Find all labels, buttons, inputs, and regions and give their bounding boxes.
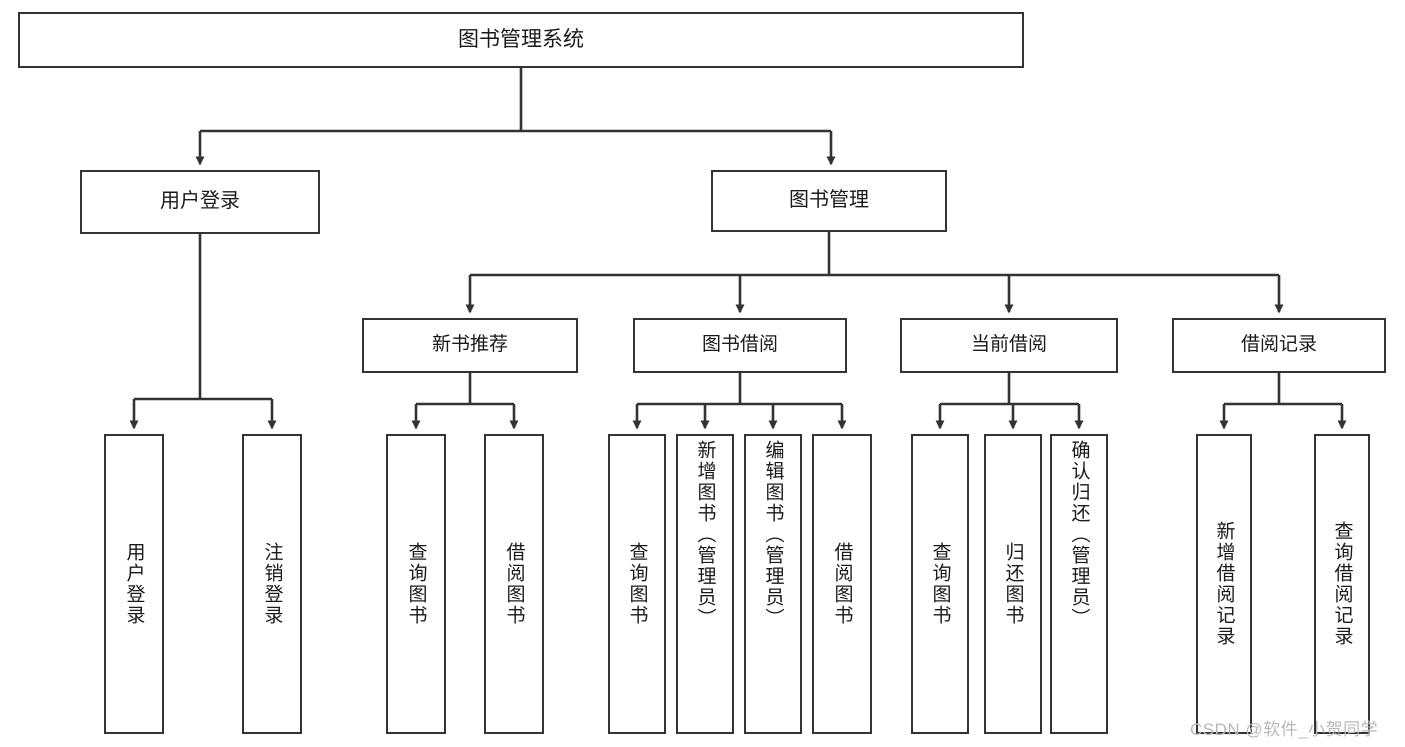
node-leaf-borrow-book-1[interactable]: 借阅图书 bbox=[484, 434, 544, 734]
edges-newbook-to-leaves bbox=[411, 373, 519, 430]
node-leaf-query-book-3[interactable]: 查询图书 bbox=[911, 434, 969, 734]
node-leaf-user-login-label: 用户登录 bbox=[123, 542, 145, 626]
watermark-text: CSDN @软件_小贺同学 bbox=[1190, 720, 1379, 739]
node-borrow-record[interactable]: 借阅记录 bbox=[1172, 318, 1386, 373]
node-book-borrow-label: 图书借阅 bbox=[701, 334, 778, 356]
node-leaf-query-record[interactable]: 查询借阅记录 bbox=[1314, 434, 1370, 734]
node-leaf-return-book-label: 归还图书 bbox=[1002, 542, 1024, 626]
node-leaf-add-book-label: 新增图书（管理员） bbox=[694, 440, 716, 629]
node-root[interactable]: 图书管理系统 bbox=[18, 12, 1024, 68]
node-leaf-user-logout-label: 注销登录 bbox=[261, 542, 283, 626]
edges-borrowrecord-to-leaves bbox=[1219, 373, 1347, 430]
node-leaf-query-record-label: 查询借阅记录 bbox=[1331, 521, 1353, 647]
node-leaf-query-book-2-label: 查询图书 bbox=[626, 542, 648, 626]
node-leaf-add-record-label: 新增借阅记录 bbox=[1213, 521, 1235, 647]
edges-bookborrow-to-leaves bbox=[632, 373, 847, 430]
node-leaf-user-logout[interactable]: 注销登录 bbox=[242, 434, 302, 734]
node-root-label: 图书管理系统 bbox=[458, 27, 584, 51]
node-current-borrow[interactable]: 当前借阅 bbox=[900, 318, 1118, 373]
node-book-manage[interactable]: 图书管理 bbox=[711, 170, 947, 232]
node-leaf-query-book-1[interactable]: 查询图书 bbox=[386, 434, 446, 734]
node-user-login-label: 用户登录 bbox=[160, 190, 240, 213]
node-leaf-query-book-2[interactable]: 查询图书 bbox=[608, 434, 666, 734]
node-leaf-query-book-1-label: 查询图书 bbox=[405, 542, 427, 626]
node-leaf-edit-book-label: 编辑图书（管理员） bbox=[762, 440, 784, 629]
node-leaf-confirm-return-label: 确认归还（管理员） bbox=[1068, 440, 1090, 629]
node-leaf-borrow-book-2[interactable]: 借阅图书 bbox=[812, 434, 872, 734]
node-leaf-user-login[interactable]: 用户登录 bbox=[104, 434, 164, 734]
node-leaf-borrow-book-1-label: 借阅图书 bbox=[503, 542, 525, 626]
node-book-borrow[interactable]: 图书借阅 bbox=[633, 318, 847, 373]
node-leaf-confirm-return[interactable]: 确认归还（管理员） bbox=[1050, 434, 1108, 734]
node-leaf-add-book[interactable]: 新增图书（管理员） bbox=[676, 434, 734, 734]
node-book-manage-label: 图书管理 bbox=[789, 189, 869, 212]
node-leaf-edit-book[interactable]: 编辑图书（管理员） bbox=[744, 434, 802, 734]
edges-root-to-level1 bbox=[195, 68, 836, 166]
node-user-login[interactable]: 用户登录 bbox=[80, 170, 320, 234]
edges-bookmanage-to-level2 bbox=[465, 232, 1284, 314]
edges-currentborrow-to-leaves bbox=[935, 373, 1084, 430]
node-new-book-recommend-label: 新书推荐 bbox=[431, 334, 508, 356]
node-borrow-record-label: 借阅记录 bbox=[1240, 334, 1317, 356]
node-leaf-add-record[interactable]: 新增借阅记录 bbox=[1196, 434, 1252, 734]
node-leaf-borrow-book-2-label: 借阅图书 bbox=[831, 542, 853, 626]
node-leaf-return-book[interactable]: 归还图书 bbox=[984, 434, 1042, 734]
edges-userlogin-to-leaves bbox=[129, 234, 277, 430]
node-current-borrow-label: 当前借阅 bbox=[970, 334, 1047, 356]
node-new-book-recommend[interactable]: 新书推荐 bbox=[362, 318, 578, 373]
node-leaf-query-book-3-label: 查询图书 bbox=[929, 542, 951, 626]
